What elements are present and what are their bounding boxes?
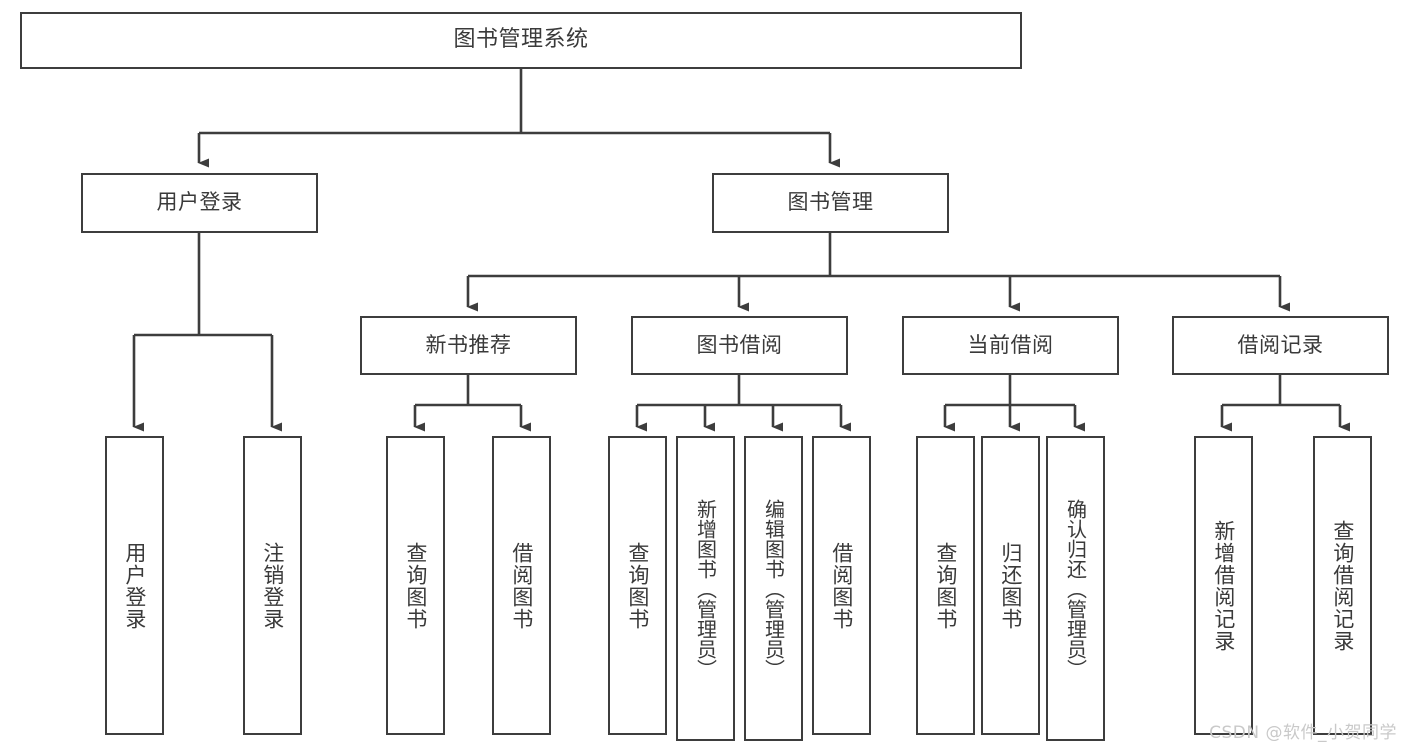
node-leaf-edit-book-admin[interactable]: 编辑图书（管理员） bbox=[744, 436, 803, 741]
node-leaf-confirm-return-admin[interactable]: 确认归还（管理员） bbox=[1046, 436, 1105, 741]
node-label: 借阅图书 bbox=[829, 541, 854, 630]
node-label: 查询图书 bbox=[625, 541, 650, 630]
node-label: 当前借阅 bbox=[967, 332, 1054, 357]
node-leaf-query-book-current[interactable]: 查询图书 bbox=[916, 436, 975, 735]
node-label: 图书借阅 bbox=[696, 332, 783, 357]
node-leaf-query-borrow-record[interactable]: 查询借阅记录 bbox=[1313, 436, 1372, 735]
node-label: 图书管理 bbox=[787, 190, 874, 215]
node-current-borrow[interactable]: 当前借阅 bbox=[902, 316, 1119, 375]
node-label: 新书推荐 bbox=[425, 332, 512, 357]
csdn-watermark: CSDN @软件_小贺同学 bbox=[1209, 723, 1397, 743]
node-label: 新增借阅记录 bbox=[1211, 519, 1236, 652]
node-root-library-system[interactable]: 图书管理系统 bbox=[20, 12, 1022, 69]
node-leaf-return-book[interactable]: 归还图书 bbox=[981, 436, 1040, 735]
node-leaf-add-borrow-record[interactable]: 新增借阅记录 bbox=[1194, 436, 1253, 735]
node-label: 新增图书（管理员） bbox=[693, 498, 718, 679]
node-label: 查询借阅记录 bbox=[1330, 519, 1355, 652]
node-label: 编辑图书（管理员） bbox=[761, 498, 786, 679]
node-leaf-query-book-borrow[interactable]: 查询图书 bbox=[608, 436, 667, 735]
node-label: 注销登录 bbox=[260, 541, 285, 630]
node-label: 用户登录 bbox=[156, 190, 243, 215]
node-new-book-recommend[interactable]: 新书推荐 bbox=[360, 316, 577, 375]
node-label: 图书管理系统 bbox=[453, 27, 589, 53]
node-book-management[interactable]: 图书管理 bbox=[712, 173, 949, 233]
node-leaf-user-login[interactable]: 用户登录 bbox=[105, 436, 164, 735]
node-leaf-borrow-book[interactable]: 借阅图书 bbox=[812, 436, 871, 735]
node-label: 借阅记录 bbox=[1237, 332, 1324, 357]
node-user-login[interactable]: 用户登录 bbox=[81, 173, 318, 233]
node-label: 借阅图书 bbox=[509, 541, 534, 630]
node-leaf-query-book-recommend[interactable]: 查询图书 bbox=[386, 436, 445, 735]
node-book-borrow[interactable]: 图书借阅 bbox=[631, 316, 848, 375]
node-label: 查询图书 bbox=[403, 541, 428, 630]
node-leaf-add-book-admin[interactable]: 新增图书（管理员） bbox=[676, 436, 735, 741]
node-leaf-logout[interactable]: 注销登录 bbox=[243, 436, 302, 735]
node-label: 确认归还（管理员） bbox=[1063, 498, 1088, 679]
node-label: 用户登录 bbox=[122, 541, 147, 630]
node-label: 归还图书 bbox=[998, 541, 1023, 630]
node-leaf-borrow-book-recommend[interactable]: 借阅图书 bbox=[492, 436, 551, 735]
node-label: 查询图书 bbox=[933, 541, 958, 630]
node-borrow-records[interactable]: 借阅记录 bbox=[1172, 316, 1389, 375]
